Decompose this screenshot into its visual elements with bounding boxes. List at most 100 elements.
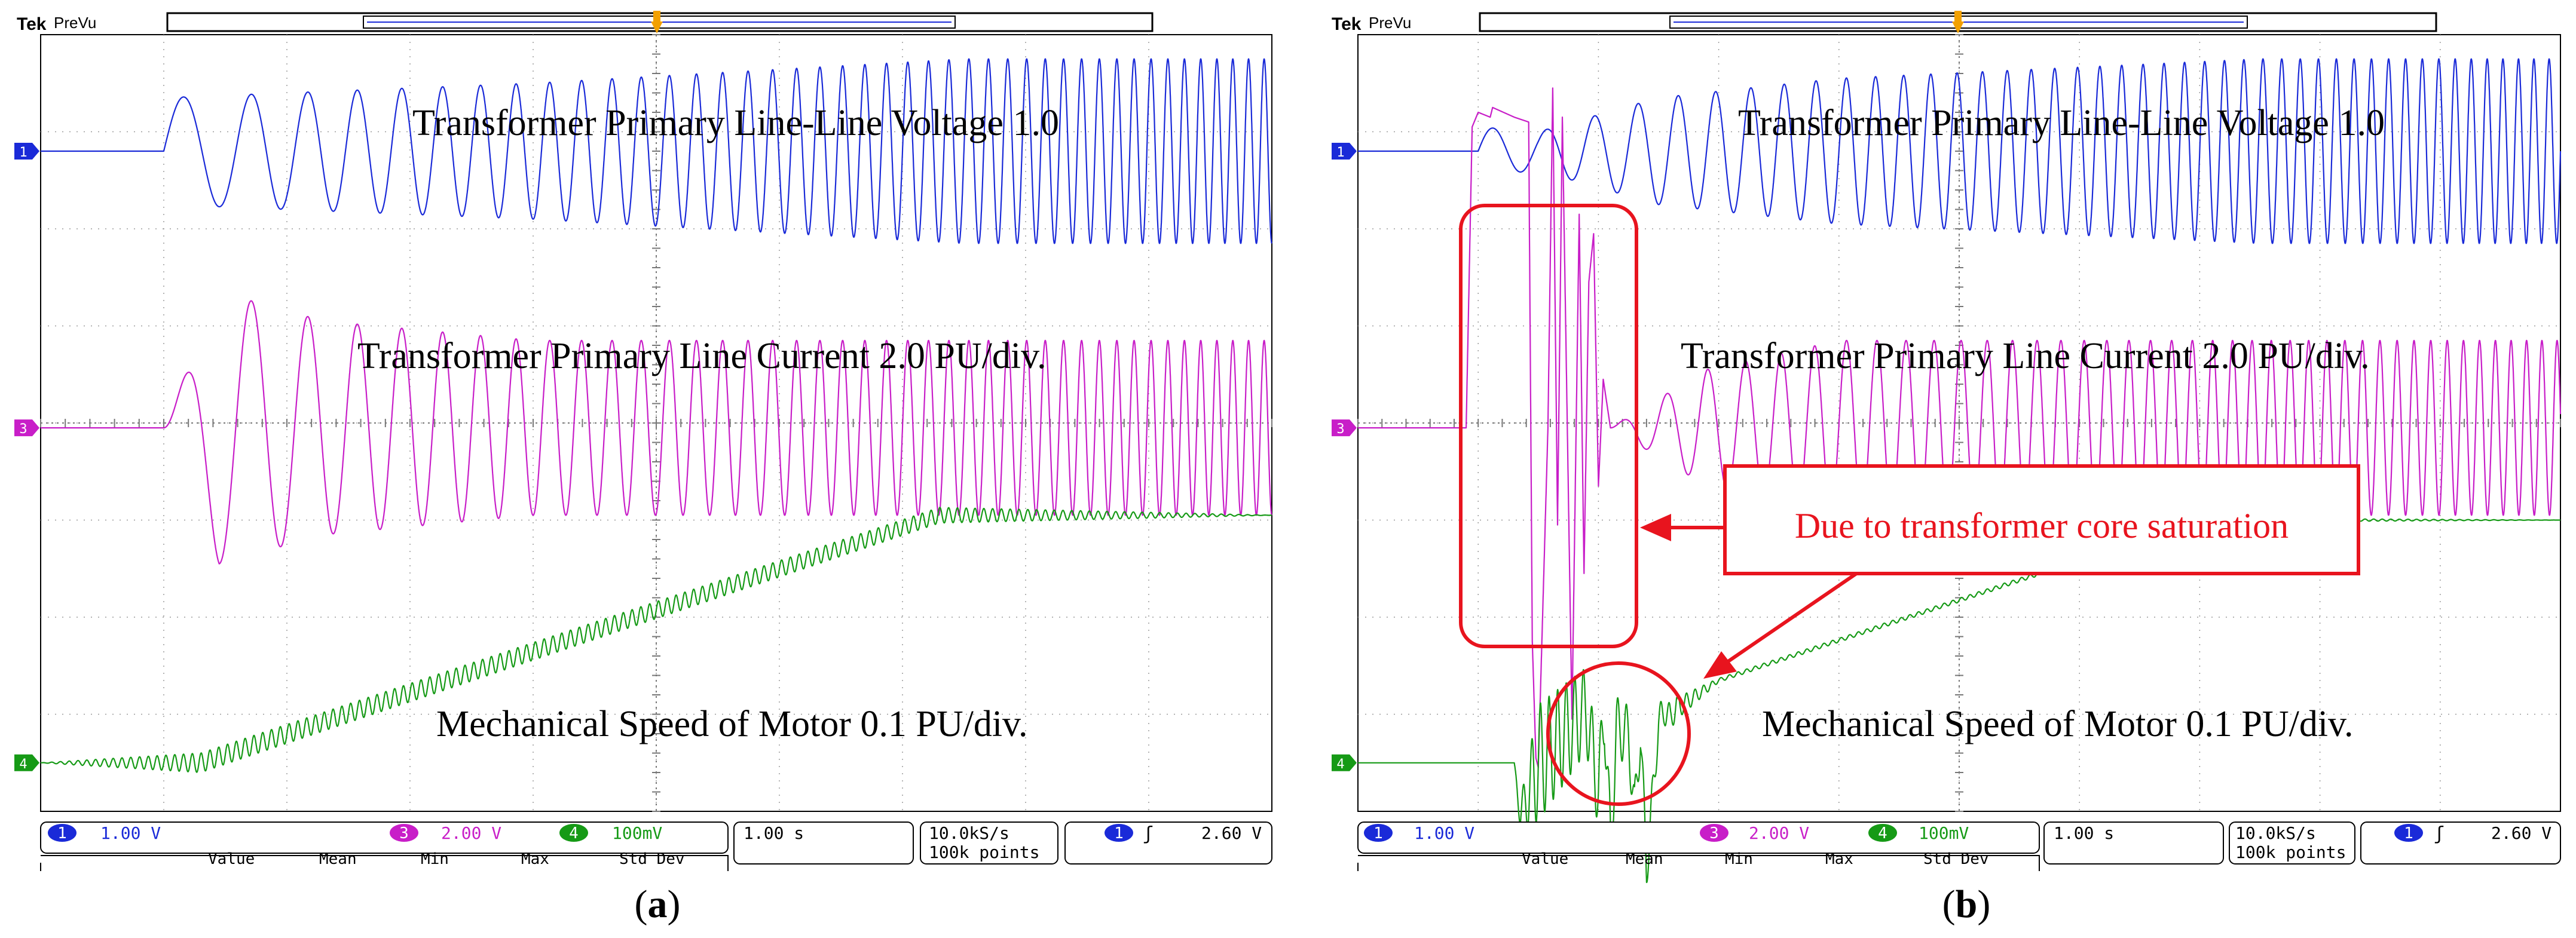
trigger-slope-icon: ʃ	[2434, 823, 2445, 844]
current-trace-label: Transformer Primary Line Current 2.0 PU/…	[357, 336, 1047, 376]
ch1-badge	[48, 824, 77, 842]
brand-label: Tek	[1332, 14, 1362, 34]
caption-close: )	[1977, 882, 1990, 926]
trigger-marker-arrow	[651, 22, 663, 33]
acquisition-box[interactable]	[920, 821, 1058, 865]
timebase-box[interactable]	[733, 821, 914, 865]
ch3-scale: 2.00 V	[441, 823, 501, 843]
channel-ground-marker[interactable]: 4	[1332, 754, 1357, 772]
marker-shape	[1332, 754, 1357, 771]
channel-ground-marker[interactable]: 1	[1332, 143, 1357, 160]
arrow-to-speed-line	[1726, 572, 1858, 664]
trigger-source-badge	[1105, 824, 1133, 842]
scope-panel-a: Tek PreVu 1 3 4 Transformer Primary Line-L…	[14, 11, 1272, 926]
current-trace-label: Transformer Primary Line Current 2.0 PU/…	[1681, 336, 2370, 376]
voltage-trace-label: Transformer Primary Line-Line Voltage 1.…	[1738, 103, 2385, 143]
caption-open: (	[1942, 882, 1956, 926]
mode-label: PreVu	[54, 14, 96, 32]
voltage-trace-label: Transformer Primary Line-Line Voltage 1.…	[412, 103, 1059, 143]
ch3-scale: 2.00 V	[1749, 823, 1809, 843]
readout-bar: 1 1.00 V 3 2.00 V 4 100mV 1.00 s 10.0kS/…	[40, 821, 1272, 871]
channel-markers: 1 3 4	[14, 143, 39, 772]
ch4-scale: 100mV	[1919, 823, 1969, 843]
ch3-badge-number: 3	[399, 824, 409, 842]
channel-markers: 1 3 4	[1332, 143, 1357, 772]
ch4-badge	[559, 824, 588, 842]
marker-shape	[14, 419, 39, 437]
caption-close: )	[668, 882, 681, 926]
brand-label: Tek	[17, 14, 47, 34]
record-length: 100k points	[929, 842, 1039, 862]
measurement-header-mean: Mean	[319, 850, 357, 868]
trigger-position-marker[interactable]	[651, 11, 663, 33]
channel-ground-marker[interactable]: 3	[14, 419, 39, 437]
sample-rate: 10.0kS/s	[929, 823, 1009, 843]
record-length: 100k points	[2235, 842, 2346, 862]
trigger-source-badge	[2394, 824, 2423, 842]
arrow-to-current-head	[1640, 514, 1671, 541]
measurement-header-min: Min	[1725, 850, 1753, 868]
marker-shape	[14, 143, 39, 160]
measurement-header-mean: Mean	[1626, 850, 1663, 868]
current-highlight-box	[1459, 204, 1638, 648]
voltage-trace	[1357, 58, 2562, 244]
arrow-to-speed-head	[1703, 651, 1737, 679]
trigger-position-marker[interactable]	[1952, 11, 1964, 33]
saturation-annotation: Due to transformer core saturation	[1459, 204, 2360, 806]
marker-label: 3	[1336, 422, 1344, 437]
trigger-marker-arrow	[1952, 22, 1964, 33]
current-trace	[1357, 87, 2562, 769]
speed-highlight-circle	[1546, 661, 1691, 806]
measurement-header-max: Max	[1825, 850, 1853, 868]
caption-letter: a	[648, 882, 668, 926]
trigger-source-number: 1	[1114, 824, 1124, 842]
ch3-badge	[390, 824, 418, 842]
vertical-readout-box[interactable]	[1357, 821, 2040, 854]
marker-label: 3	[19, 422, 27, 437]
trigger-marker-body	[653, 11, 660, 23]
marker-shape	[1332, 419, 1357, 437]
marker-label: 1	[19, 145, 27, 160]
readout-bar: 1 1.00 V 3 2.00 V 4 100mV 1.00 s 10.0kS/…	[1357, 821, 2561, 871]
channel-ground-marker[interactable]: 4	[14, 754, 39, 772]
measurement-header-std-dev: Std Dev	[1923, 850, 1989, 868]
ch4-badge-number: 4	[1878, 824, 1887, 842]
panel-caption-b: (b)	[1942, 882, 1991, 926]
trace-area	[40, 58, 1272, 773]
speed-trace	[40, 507, 1272, 773]
trigger-slope-icon: ʃ	[1143, 823, 1154, 844]
measurement-bracket	[40, 855, 729, 871]
ch1-badge	[1364, 824, 1393, 842]
ch4-badge-number: 4	[569, 824, 579, 842]
marker-shape	[1332, 143, 1357, 160]
speed-trace-label: Mechanical Speed of Motor 0.1 PU/div.	[436, 704, 1028, 744]
ch4-badge	[1868, 824, 1897, 842]
acquisition-box[interactable]	[2229, 821, 2355, 865]
channel-ground-marker[interactable]: 3	[1332, 419, 1357, 437]
voltage-trace	[40, 58, 1272, 244]
ch3-badge-number: 3	[1709, 824, 1719, 842]
ch1-scale: 1.00 V	[100, 823, 161, 843]
ch4-scale: 100mV	[612, 823, 662, 843]
speed-trace-label: Mechanical Speed of Motor 0.1 PU/div.	[1762, 704, 2354, 744]
timebase-value: 1.00 s	[2054, 823, 2114, 843]
mode-label: PreVu	[1369, 14, 1411, 32]
vertical-readout-box[interactable]	[40, 821, 729, 854]
marker-shape	[14, 754, 39, 771]
trigger-source-number: 1	[2404, 824, 2413, 842]
trigger-level: 2.60 V	[2491, 823, 2551, 843]
current-trace	[40, 300, 1272, 565]
ch1-badge-number: 1	[1373, 824, 1383, 842]
timebase-box[interactable]	[2043, 821, 2224, 865]
annotation-text: Due to transformer core saturation	[1795, 506, 2289, 545]
timebase-value: 1.00 s	[744, 823, 804, 843]
measurement-header-max: Max	[521, 850, 549, 868]
trigger-marker-body	[1954, 11, 1962, 23]
measurement-header-min: Min	[421, 850, 449, 868]
marker-label: 4	[19, 757, 27, 772]
measurement-header-value: Value	[1522, 850, 1568, 868]
measurement-header-std-dev: Std Dev	[619, 850, 685, 868]
ch1-badge-number: 1	[57, 824, 67, 842]
channel-ground-marker[interactable]: 1	[14, 143, 39, 160]
